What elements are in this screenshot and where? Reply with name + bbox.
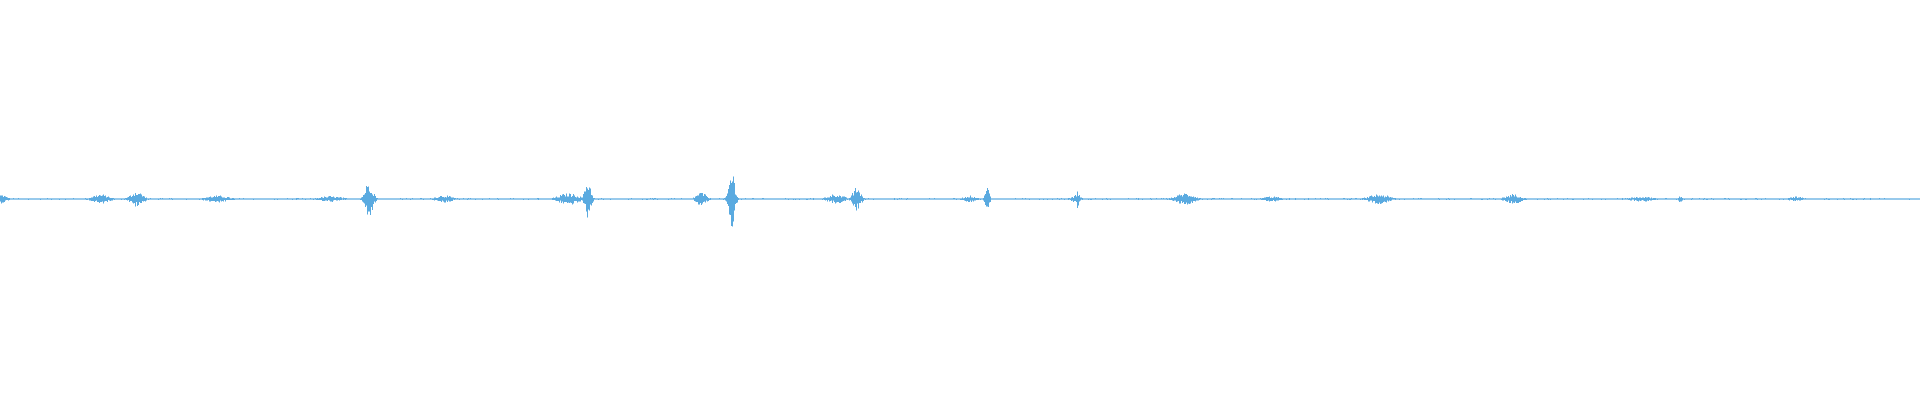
waveform-sample-columns <box>0 176 1920 227</box>
waveform-samples <box>0 176 1920 227</box>
